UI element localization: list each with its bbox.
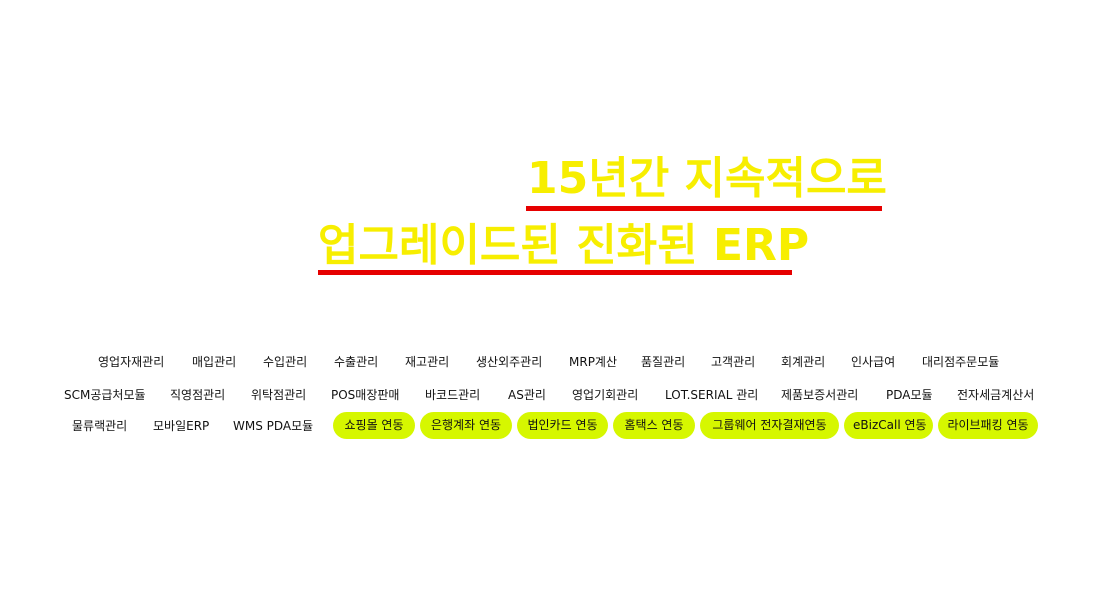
module-mrp[interactable]: MRP계산 bbox=[569, 355, 618, 369]
module-inventory[interactable]: 재고관리 bbox=[405, 355, 450, 369]
integration-hometax[interactable]: 홈택스 연동 bbox=[613, 412, 695, 439]
module-warranty[interactable]: 제품보증서관리 bbox=[781, 388, 859, 402]
integration-live-packing[interactable]: 라이브패킹 연동 bbox=[938, 412, 1038, 439]
module-export[interactable]: 수출관리 bbox=[334, 355, 379, 369]
module-row-1: 영업자재관리 매입관리 수입관리 수출관리 재고관리 생산외주관리 MRP계산 … bbox=[0, 348, 1100, 376]
module-logistics-rack[interactable]: 물류랙관리 bbox=[72, 419, 128, 433]
module-quality[interactable]: 품질관리 bbox=[641, 355, 686, 369]
module-sales-opportunity[interactable]: 영업기회관리 bbox=[572, 388, 639, 402]
headline-underline-2 bbox=[318, 270, 792, 275]
module-purchase[interactable]: 매입관리 bbox=[192, 355, 237, 369]
module-payroll[interactable]: 인사급여 bbox=[851, 355, 896, 369]
module-row-2: SCM공급처모듈 직영점관리 위탁점관리 POS매장판매 바코드관리 AS관리 … bbox=[0, 381, 1100, 409]
module-wms-pda[interactable]: WMS PDA모듈 bbox=[233, 419, 314, 433]
module-as[interactable]: AS관리 bbox=[508, 388, 546, 402]
integration-groupware-approval[interactable]: 그룹웨어 전자결재연동 bbox=[700, 412, 839, 439]
module-row-3: 물류랙관리 모바일ERP WMS PDA모듈 쇼핑몰 연동 은행계좌 연동 법인… bbox=[0, 412, 1100, 440]
module-direct-store[interactable]: 직영점관리 bbox=[170, 388, 226, 402]
integration-corporate-card[interactable]: 법인카드 연동 bbox=[517, 412, 608, 439]
integration-shopping-mall[interactable]: 쇼핑몰 연동 bbox=[333, 412, 415, 439]
module-pos-sales[interactable]: POS매장판매 bbox=[331, 388, 400, 402]
integration-bank-account[interactable]: 은행계좌 연동 bbox=[420, 412, 512, 439]
headline-underline-1 bbox=[526, 206, 882, 211]
module-agency-order[interactable]: 대리점주문모듈 bbox=[922, 355, 1000, 369]
module-barcode[interactable]: 바코드관리 bbox=[425, 388, 481, 402]
module-mobile-erp[interactable]: 모바일ERP bbox=[153, 419, 210, 433]
module-e-tax-invoice[interactable]: 전자세금계산서 bbox=[957, 388, 1035, 402]
module-customer[interactable]: 고객관리 bbox=[711, 355, 756, 369]
module-import[interactable]: 수입관리 bbox=[263, 355, 308, 369]
module-lot-serial[interactable]: LOT.SERIAL 관리 bbox=[665, 388, 759, 402]
headline-line-2: 업그레이드된 진화된 ERP bbox=[318, 220, 810, 271]
module-scm-supplier[interactable]: SCM공급처모듈 bbox=[64, 388, 146, 402]
module-pda[interactable]: PDA모듈 bbox=[886, 388, 933, 402]
module-production-outsourcing[interactable]: 생산외주관리 bbox=[476, 355, 543, 369]
module-accounting[interactable]: 회계관리 bbox=[781, 355, 826, 369]
integration-ebizcall[interactable]: eBizCall 연동 bbox=[844, 412, 933, 439]
headline-line-1: 15년간 지속적으로 bbox=[527, 153, 887, 204]
module-sales-material[interactable]: 영업자재관리 bbox=[98, 355, 165, 369]
module-consignment-store[interactable]: 위탁점관리 bbox=[251, 388, 307, 402]
